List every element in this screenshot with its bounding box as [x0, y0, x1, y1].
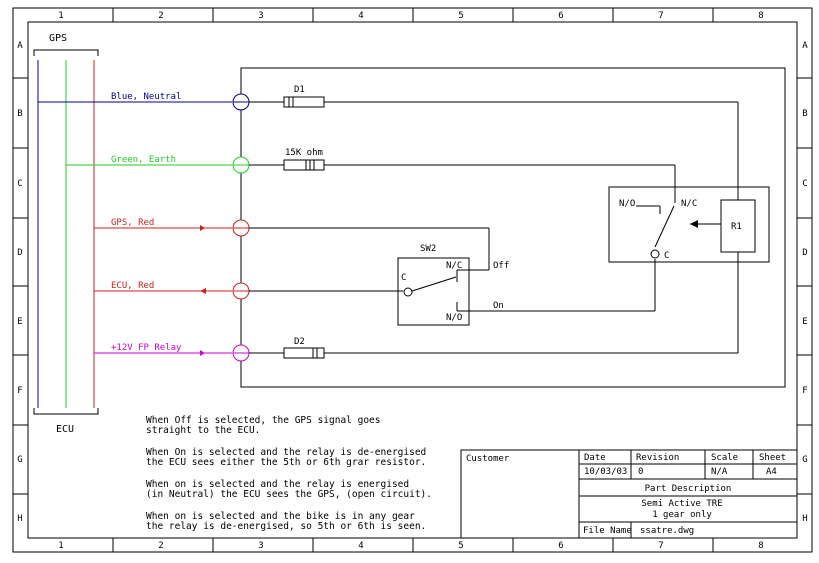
row-label-left: B	[17, 109, 22, 119]
wire-label-ecu-red: ECU, Red	[111, 281, 154, 291]
title-file-name-value: ssatre.dwg	[640, 526, 694, 536]
ecu-bracket	[33, 408, 99, 415]
label-relay-nc: N/C	[681, 199, 697, 209]
col-label-bottom: 7	[658, 541, 663, 551]
wire-label-green-earth: Green, Earth	[111, 155, 176, 165]
relay-coil-r1	[720, 199, 756, 253]
label-15k-ohm: 15K ohm	[285, 148, 323, 158]
title-description-line1: Semi Active TRE	[641, 499, 722, 509]
col-label-top: 6	[558, 11, 563, 21]
col-label-top: 8	[758, 11, 763, 21]
title-part-description-label: Part Description	[645, 484, 732, 494]
title-customer-label: Customer	[466, 454, 510, 464]
row-label-left: C	[17, 179, 22, 189]
switch-sw2	[397, 257, 470, 326]
wire-label-12v-relay: +12V FP Relay	[111, 343, 182, 353]
row-label-right: G	[802, 455, 807, 465]
row-label-right: E	[802, 317, 807, 327]
wire-label-gps-red: GPS, Red	[111, 218, 154, 228]
note-line: straight to the ECU.	[146, 425, 260, 436]
col-label-top: 3	[258, 11, 263, 21]
col-label-bottom: 3	[258, 541, 263, 551]
note-line: When on is selected and the relay is ene…	[146, 479, 409, 490]
note-line: When On is selected and the relay is de-…	[146, 447, 426, 458]
title-description-line2: 1 gear only	[652, 510, 712, 520]
label-off: Off	[493, 261, 509, 271]
row-label-left: G	[17, 455, 22, 465]
relay-common-contact	[650, 249, 660, 259]
label-d2: D2	[294, 337, 305, 347]
col-label-bottom: 8	[758, 541, 763, 551]
label-sw2-nc: N/C	[446, 261, 462, 271]
title-revision-value: 0	[638, 467, 643, 477]
switch-lever	[411, 276, 457, 292]
arrow-ecu-out	[200, 288, 206, 294]
diode-d2	[283, 347, 325, 359]
relay-actuator-arrow	[690, 220, 698, 228]
note-line: the ECU sees either the 5th or 6th grar …	[146, 457, 426, 468]
title-sheet-value: A4	[766, 467, 777, 477]
row-label-right: A	[802, 41, 808, 51]
title-date-label: Date	[584, 453, 606, 463]
row-label-left: A	[17, 41, 23, 51]
column-dividers	[112, 8, 714, 552]
row-label-left: F	[17, 386, 22, 396]
label-sw2-c: C	[401, 273, 406, 283]
col-label-bottom: 4	[358, 541, 363, 551]
relay-lever	[654, 205, 675, 248]
label-on: On	[493, 301, 504, 311]
relay-box	[608, 186, 770, 263]
row-label-right: H	[802, 514, 807, 524]
col-label-top: 7	[658, 11, 663, 21]
arrow-gps-in	[200, 225, 205, 231]
col-label-bottom: 6	[558, 541, 563, 551]
resistor-15k	[283, 159, 325, 171]
label-sw2: SW2	[420, 244, 436, 254]
label-d1: D1	[294, 85, 305, 95]
row-label-right: D	[802, 248, 807, 258]
diode-d1	[283, 96, 325, 108]
arrow-12v-in	[200, 350, 205, 356]
ecu-connector-label: ECU	[56, 424, 74, 435]
col-label-top: 2	[158, 11, 163, 21]
title-block	[460, 449, 798, 539]
title-scale-label: Scale	[711, 453, 738, 463]
row-label-right: F	[802, 386, 807, 396]
label-relay-no: N/O	[619, 199, 635, 209]
switch-common-contact	[403, 287, 413, 297]
row-label-right: B	[802, 109, 807, 119]
title-date-value: 10/03/03	[584, 467, 627, 477]
title-file-name-label: File Name	[583, 526, 632, 536]
col-label-top: 1	[58, 11, 63, 21]
col-label-bottom: 5	[458, 541, 463, 551]
label-r1: R1	[731, 222, 742, 232]
note-line: the relay is de-energised, so 5th or 6th…	[146, 521, 426, 532]
outer-border	[12, 7, 813, 553]
title-sheet-label: Sheet	[759, 453, 786, 463]
gps-bracket	[33, 49, 99, 56]
label-sw2-no: N/O	[446, 313, 462, 323]
row-label-right: C	[802, 179, 807, 189]
row-label-left: H	[17, 514, 22, 524]
row-label-left: D	[17, 248, 22, 258]
row-dividers	[13, 77, 812, 495]
col-label-top: 4	[358, 11, 363, 21]
col-label-top: 5	[458, 11, 463, 21]
col-label-bottom: 2	[158, 541, 163, 551]
note-line: When Off is selected, the GPS signal goe…	[146, 415, 381, 426]
title-scale-value: N/A	[711, 467, 728, 477]
gps-connector-label: GPS	[49, 33, 67, 44]
row-label-left: E	[17, 317, 22, 327]
title-revision-label: Revision	[636, 453, 679, 463]
note-line: (in Neutral) the ECU sees the GPS, (open…	[146, 489, 432, 500]
col-label-bottom: 1	[58, 541, 63, 551]
label-relay-c: C	[664, 251, 669, 261]
wire-label-blue-neutral: Blue, Neutral	[111, 92, 181, 102]
note-line: When on is selected and the bike is in a…	[146, 511, 415, 522]
